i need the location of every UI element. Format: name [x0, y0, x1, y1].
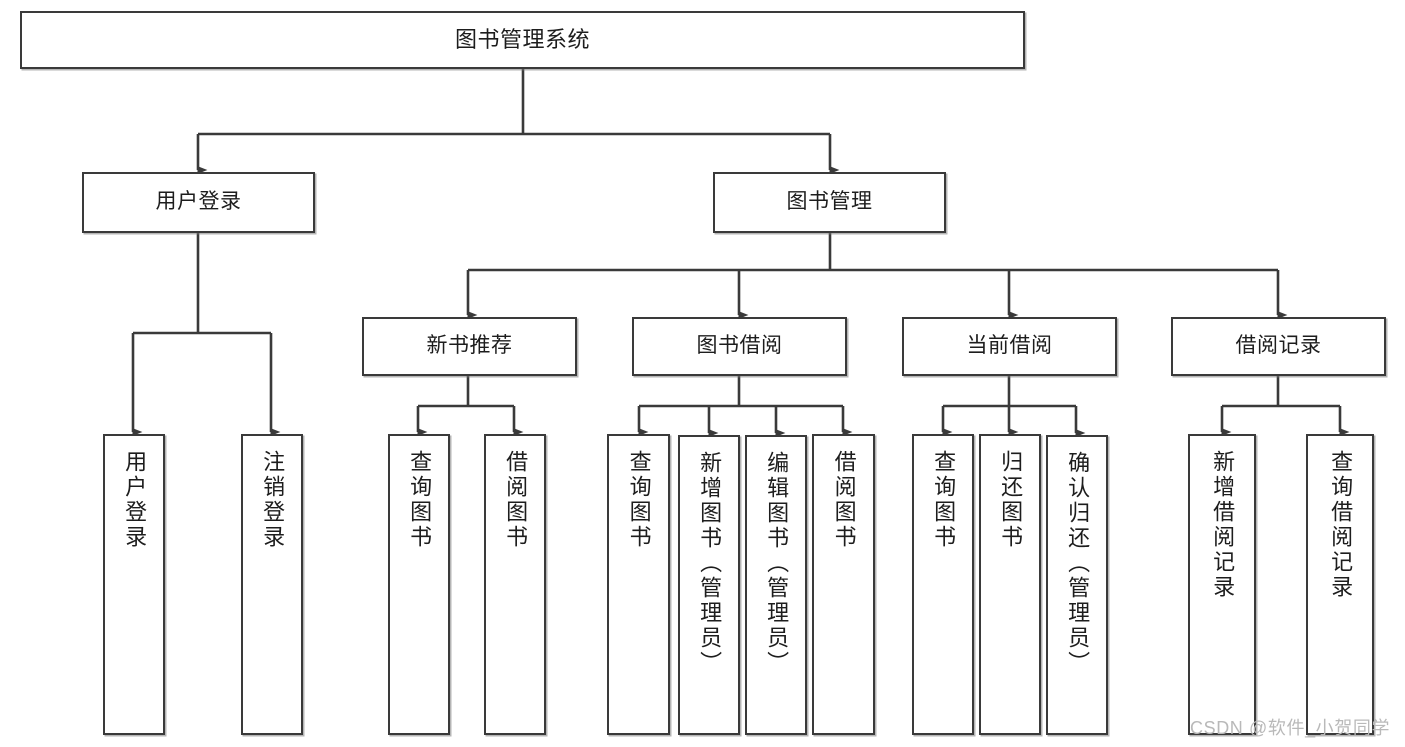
leaf-return-book[interactable]: 归还图书	[979, 434, 1041, 735]
leaf-edit-book[interactable]: 编辑图书（管理员）	[745, 435, 807, 735]
node-label: 借阅图书	[831, 450, 857, 550]
node-label: 借阅图书	[503, 450, 529, 550]
leaf-add-book[interactable]: 新增图书（管理员）	[678, 435, 740, 735]
node-new-book-rec[interactable]: 新书推荐	[362, 317, 577, 376]
node-label: 借阅记录	[1235, 334, 1322, 358]
node-label: 图书管理系统	[454, 26, 590, 52]
node-label: 确认归还（管理员）	[1065, 451, 1091, 676]
node-book-manage[interactable]: 图书管理	[713, 172, 946, 233]
leaf-add-record[interactable]: 新增借阅记录	[1188, 434, 1256, 735]
node-root-system[interactable]: 图书管理系统	[20, 11, 1025, 69]
node-user-login[interactable]: 用户登录	[82, 172, 315, 233]
leaf-user-login[interactable]: 用户登录	[103, 434, 165, 735]
leaf-query-book-1[interactable]: 查询图书	[388, 434, 450, 735]
leaf-borrow-book-2[interactable]: 借阅图书	[812, 434, 875, 735]
node-label: 新书推荐	[426, 334, 513, 358]
csdn-watermark: CSDN @软件_小贺同学	[1190, 718, 1391, 738]
node-label: 用户登录	[122, 450, 148, 550]
node-label: 编辑图书（管理员）	[764, 451, 790, 676]
node-label: 用户登录	[155, 190, 242, 214]
node-current-borrow[interactable]: 当前借阅	[902, 317, 1117, 376]
leaf-query-record[interactable]: 查询借阅记录	[1306, 434, 1374, 735]
leaf-borrow-book-1[interactable]: 借阅图书	[484, 434, 546, 735]
node-label: 注销登录	[260, 450, 286, 550]
node-label: 归还图书	[998, 450, 1024, 550]
leaf-user-logout[interactable]: 注销登录	[241, 434, 303, 735]
node-label: 图书管理	[786, 190, 873, 214]
node-label: 查询借阅记录	[1328, 450, 1354, 600]
leaf-query-book-3[interactable]: 查询图书	[912, 434, 974, 735]
node-label: 图书借阅	[696, 334, 783, 358]
leaf-query-book-2[interactable]: 查询图书	[607, 434, 670, 735]
node-borrow-record[interactable]: 借阅记录	[1171, 317, 1386, 376]
node-label: 查询图书	[626, 450, 652, 550]
node-label: 查询图书	[931, 450, 957, 550]
node-label: 查询图书	[407, 450, 433, 550]
node-label: 新增图书（管理员）	[697, 451, 723, 676]
node-label: 当前借阅	[966, 334, 1053, 358]
node-label: 新增借阅记录	[1210, 450, 1236, 600]
node-book-borrow[interactable]: 图书借阅	[632, 317, 847, 376]
leaf-confirm-return[interactable]: 确认归还（管理员）	[1046, 435, 1108, 735]
